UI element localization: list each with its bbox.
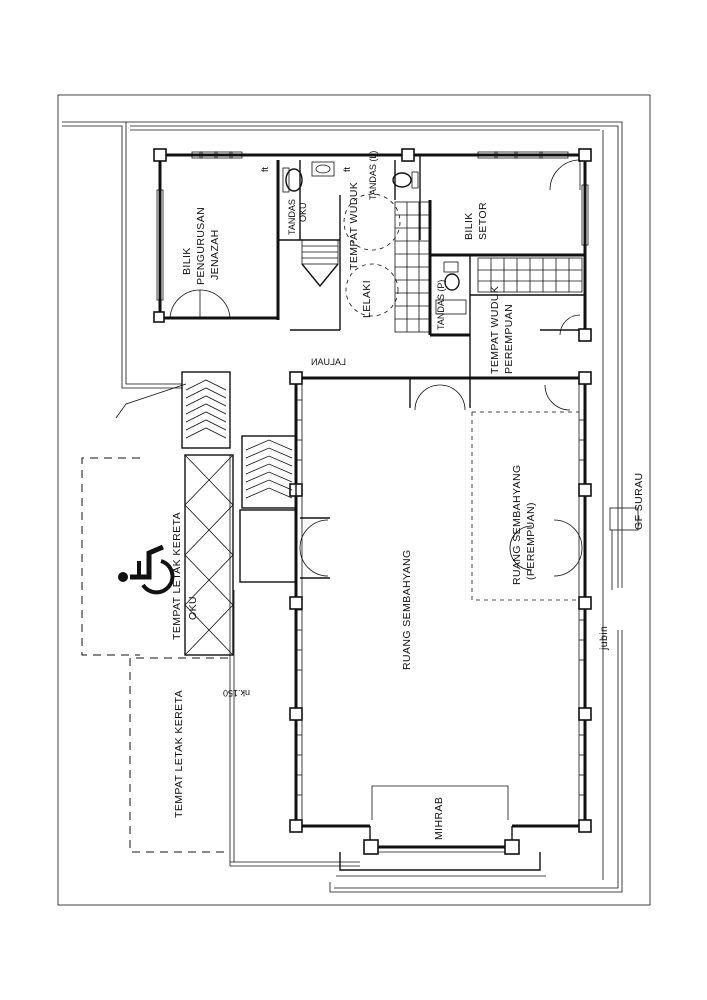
label-tandas-oku-1: TANDAS	[287, 199, 297, 235]
label-mihrab: MIHRAB	[433, 797, 445, 840]
label-tandas-p: TANDAS (P)	[436, 280, 446, 330]
label-wuduk-lelaki-1: TEMPAT WUDUK	[348, 182, 360, 270]
label-level: nk.150	[223, 688, 250, 698]
label-ft-2: ft	[342, 166, 352, 172]
label-wuduk-perempuan-1: TEMPAT WUDUK	[489, 286, 501, 374]
womens-section-boundary	[471, 411, 579, 601]
label-parking-oku-1: TEMPAT LETAK KERETA	[171, 512, 183, 640]
label-jubin: jubin	[598, 626, 610, 651]
label-parking-oku-2: OKU	[187, 596, 199, 620]
label-tandas-l: TANDAS (L)	[368, 151, 378, 200]
mihrab-structure	[336, 785, 546, 877]
label-bilik-pengurusan-1: BILIK	[181, 247, 193, 275]
columns-hall	[289, 371, 592, 833]
wheelchair-icon	[118, 544, 175, 595]
label-gf-surau: GF SURAU	[633, 473, 645, 530]
entrance-stairs	[181, 371, 297, 509]
turning-circles	[343, 193, 401, 317]
gf-surau-marker	[609, 507, 639, 590]
sanitary-fixtures	[282, 161, 467, 315]
oku-ramp	[184, 454, 234, 656]
laluan-corridor	[296, 376, 585, 411]
parking-bays	[81, 457, 228, 853]
label-bilik-pengurusan-3: JENAZAH	[209, 229, 221, 280]
label-bilik-setor-2: SETOR	[477, 202, 489, 240]
label-wuduk-lelaki-2: LELAKI	[361, 280, 373, 318]
label-ruang-sembahyang: RUANG SEMBAHYANG	[401, 549, 413, 670]
label-parking-regular: TEMPAT LETAK KERETA	[173, 690, 185, 818]
label-tandas-oku-2: OKU	[298, 202, 308, 222]
doors-hall	[299, 517, 583, 579]
label-bilik-setor-1: BILIK	[463, 212, 475, 240]
parking-labels: TEMPAT LETAK KERETA OKU TEMPAT LETAK KER…	[171, 512, 199, 818]
label-laluan: LALUAN	[311, 357, 346, 367]
main-hall-walls	[294, 378, 587, 828]
site-boundary	[62, 121, 623, 893]
hall-window-ticks	[296, 399, 585, 796]
label-ruang-perempuan-1: RUANG SEMBAHYANG	[511, 464, 523, 585]
service-stair	[301, 239, 339, 288]
label-bilik-pengurusan-2: PENGURUSAN	[195, 207, 207, 285]
columns-services	[153, 148, 592, 342]
room-labels: BILIK PENGURUSAN JENAZAH TANDAS OKU TAND…	[181, 151, 537, 840]
label-ft-1: ft	[260, 166, 270, 172]
doors-services	[169, 159, 581, 336]
tile-grid-perempuan	[477, 257, 583, 293]
entrance-porch	[239, 509, 297, 583]
label-ruang-perempuan-2: (PEREMPUAN)	[525, 502, 537, 580]
window-strips	[156, 151, 589, 301]
sheet-frame	[57, 94, 651, 906]
annotation-labels: nk.150 GF SURAU jubin ft ft	[223, 166, 645, 698]
tile-grid-lelaki	[394, 201, 431, 333]
label-wuduk-perempuan-2: PEREMPUAN	[503, 304, 515, 374]
